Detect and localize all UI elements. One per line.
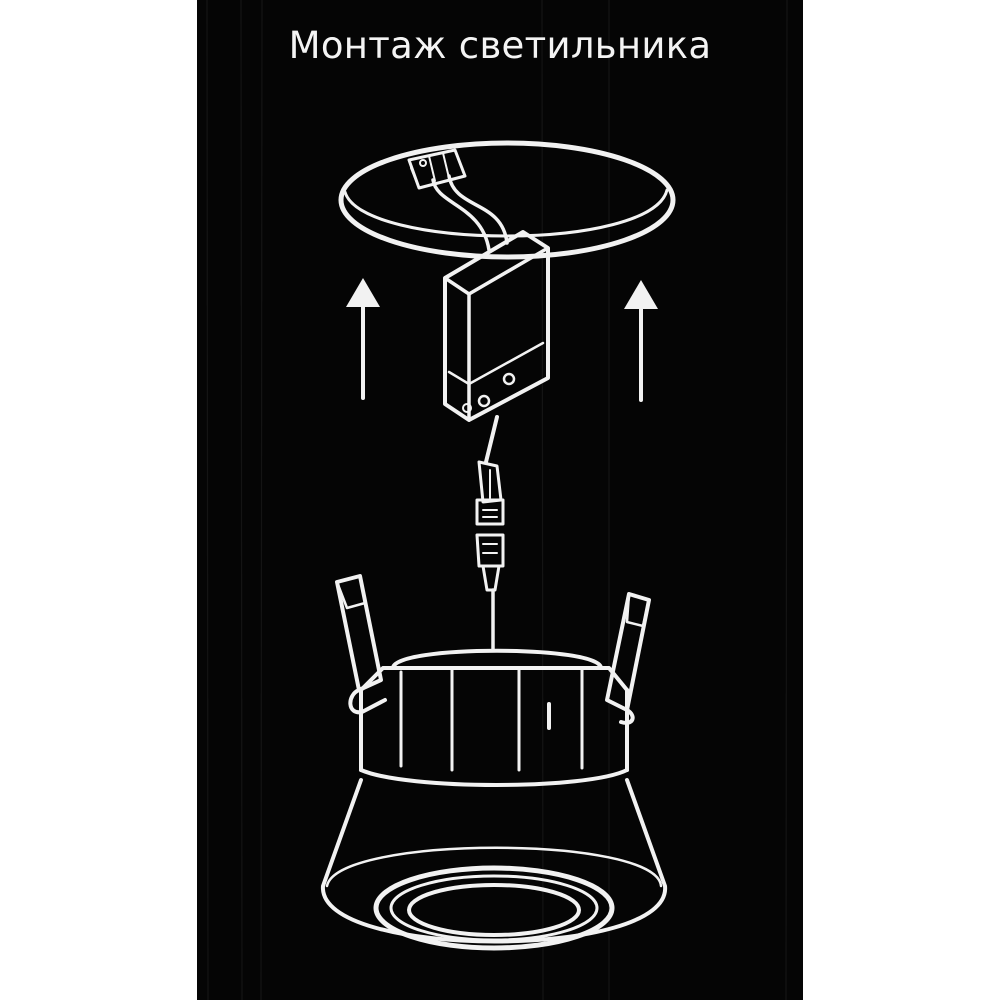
luminaire-bezel [320,778,668,951]
led-driver-box [443,230,550,422]
instruction-panel: Монтаж светильника [197,0,803,1000]
ceiling-terminal-block [407,148,467,190]
cable-connector [475,460,505,652]
up-arrow-left-icon [346,278,380,400]
luminaire-body [359,648,629,787]
panel-texture [206,0,788,1000]
up-arrow-right-icon [624,280,658,402]
mains-wires [431,174,509,252]
page-title: Монтаж светильника [288,24,712,67]
driver-output-cable [484,415,499,464]
mounting-illustration [320,140,676,951]
